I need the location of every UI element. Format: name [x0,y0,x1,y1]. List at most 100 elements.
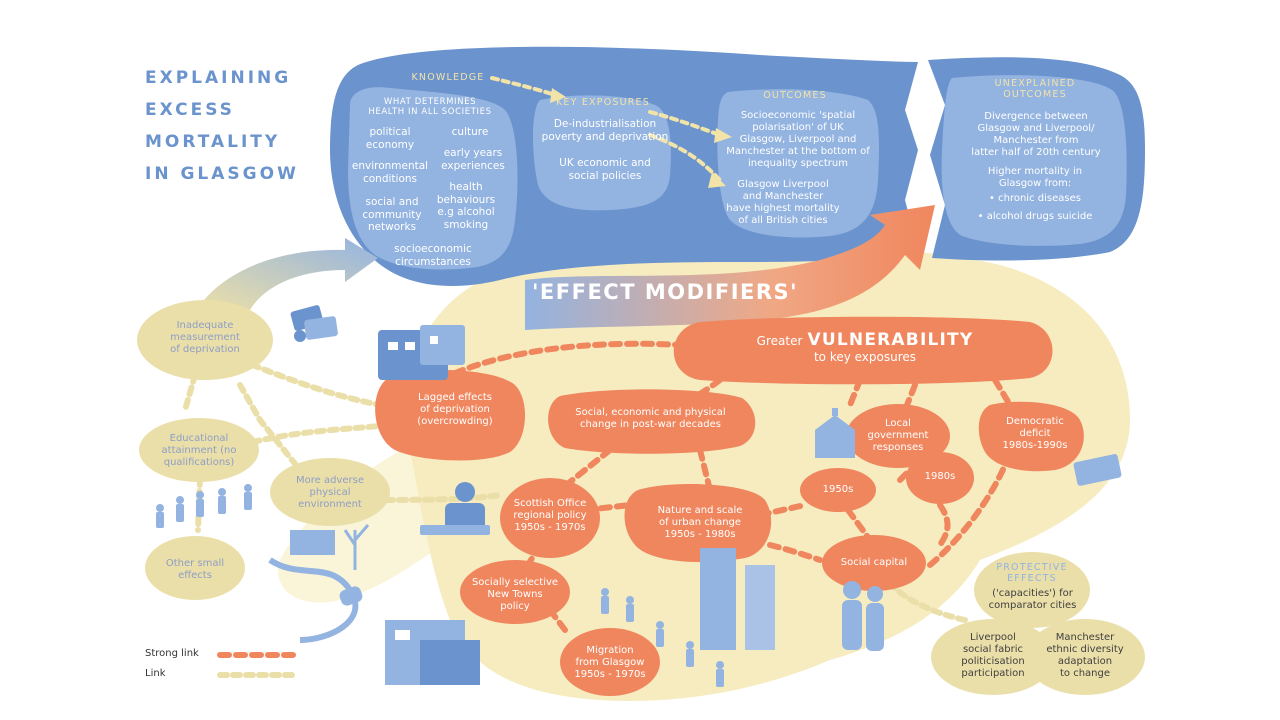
node-lagged-effects [375,369,526,461]
line: UNEXPLAINED [994,78,1076,89]
line: Liverpool [970,632,1016,643]
migration-text: Migration from Glasgow 1950s - 1970s [565,645,655,681]
line: social fabric [962,644,1024,655]
line: ethnic diversity [1046,644,1124,655]
line: early years [443,147,503,159]
item-social-networks: social and community networks [352,196,432,234]
line: Nature and scale [657,505,743,516]
houses-illustration [378,325,465,380]
line: experiences [441,159,505,172]
democratic-deficit-text: Democratic deficit 1980s-1990s [985,416,1085,452]
educational-text: Educational attainment (no qualification… [144,433,254,469]
scottish-office-text: Scottish Office regional policy 1950s - … [505,498,595,534]
title-line-1: EXPLAINING [145,68,292,88]
line: responses [872,442,924,453]
city-chambers-illustration [815,408,855,458]
line: conditions [362,172,418,185]
vulnerability-main: VULNERABILITY [807,330,974,350]
node-1950s [800,468,876,512]
new-town-illustration [385,620,480,685]
line: from Glasgow [575,657,645,668]
y1950s-text: 1950s [822,484,854,495]
line: community [362,208,422,221]
legend-strong-link: Strong link [145,648,199,659]
line: Glasgow and Liverpool/ [977,123,1095,134]
line: New Towns [487,589,543,600]
title-line-3: MORTALITY [145,132,281,152]
line: physical [309,487,351,498]
line: socioeconomic [394,243,472,255]
line: 1980s-1990s [1002,440,1068,451]
exposures-panel [533,95,671,211]
new-towns-text: Socially selective New Towns policy [462,577,568,613]
money-illustration [290,305,338,342]
line: Migration [586,645,634,656]
node-migration [560,628,660,696]
line: health [449,181,483,193]
exposure-uk-policies: UK economic and social policies [545,157,665,182]
line: Glasgow, Liverpool and [739,134,857,145]
item-culture: culture [430,126,510,139]
side-blob-left [278,440,450,603]
node-manchester [1025,619,1145,695]
social-change-text: Social, economic and physical change in … [548,407,753,431]
node-social-capital [822,535,926,591]
adverse-text: More adverse physical environment [275,475,385,511]
migrating-people-illustration [601,588,724,687]
unexplained-panel [941,75,1127,246]
node-liverpool [931,619,1055,695]
line: networks [367,221,417,234]
exposure-deindustrialisation: De-industrialisation poverty and depriva… [530,118,680,143]
node-social-change [548,389,756,454]
vulnerability-suffix: to key exposures [813,350,917,365]
line: behaviours [436,193,496,206]
small-effects-text: Other small effects [150,558,240,582]
line: Lagged effects [418,392,492,403]
unexplained-bullet-alcohol: • alcohol drugs suicide [977,211,1093,222]
liverpool-text: Liverpool social fabric politicisation p… [945,632,1041,680]
line: Other small [165,558,225,569]
key-exposures-heading: KEY EXPOSURES [556,97,650,108]
node-nature-scale [624,484,772,563]
line: Manchester from [993,135,1079,146]
item-early-years: early years experiences [430,147,516,172]
line: adaptation [1057,656,1113,667]
title-line-4: IN GLASGOW [145,164,299,184]
arrowhead-3 [708,172,726,188]
lagged-effects-text: Lagged effects of deprivation (overcrowd… [385,392,525,428]
line: Socioeconomic 'spatial [740,110,856,121]
sub-line: HEALTH IN ALL SOCIETIES [368,107,492,118]
line: UK economic and [559,157,651,169]
couple-illustration [842,581,884,651]
links-strong [437,340,1013,633]
line: comparator cities [988,600,1077,611]
line: 1950s - 1980s [664,529,736,540]
line: Inadequate [176,320,234,331]
sub-line: WHAT DETERMINES [383,97,477,107]
nature-scale-text: Nature and scale of urban change 1950s -… [630,505,770,541]
line: ('capacities') for [992,588,1073,599]
y1980s-text: 1980s [924,471,956,482]
unexplained-divergence: Divergence between Glasgow and Liverpool… [952,111,1120,159]
line: social policies [568,169,642,182]
outcomes-heading: OUTCOMES [763,90,827,101]
line: deficit [1019,428,1051,439]
line: political [369,126,411,138]
line: qualifications) [163,457,235,468]
side-arrow [200,238,378,310]
arrowhead-1 [550,88,566,103]
node-1980s [906,452,974,504]
inadequate-text: Inadequate measurement of deprivation [150,320,260,356]
line: of urban change [658,517,742,528]
line: measurement [170,332,240,343]
line: to change [1059,668,1111,679]
unexplained-bullet-chronic: • chronic diseases [989,193,1081,204]
line: Divergence between [984,111,1088,122]
protective-heading: PROTECTIVE EFFECTS [980,562,1084,585]
node-new-towns [460,560,570,624]
vulnerability-label: Greater VULNERABILITY to key exposures [700,330,1030,365]
unexplained-higher-mortality: Higher mortality in Glasgow from: [970,166,1100,190]
node-democratic-deficit [978,401,1084,472]
line: regional policy [513,510,587,521]
